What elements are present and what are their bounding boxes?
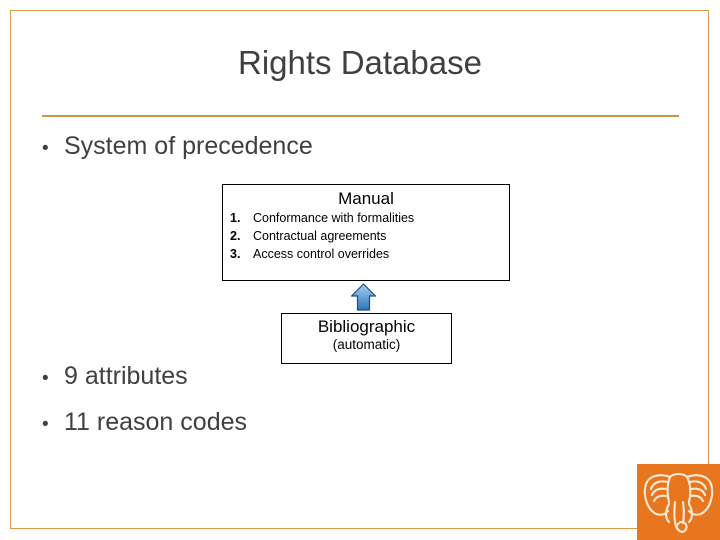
list-item-number: 3. bbox=[230, 246, 241, 261]
list-item-label: Access control overrides bbox=[253, 246, 390, 261]
title-divider bbox=[42, 115, 679, 117]
list-item-number: 1. bbox=[230, 211, 241, 226]
list-item: 3. Access control overrides bbox=[223, 246, 509, 264]
list-item-label: Contractual agreements bbox=[253, 229, 387, 243]
up-arrow-icon bbox=[350, 283, 377, 311]
bullet-label: 9 attributes bbox=[64, 362, 188, 390]
page-title: Rights Database bbox=[238, 44, 482, 81]
bibliographic-box-title: Bibliographic bbox=[317, 317, 416, 336]
bibliographic-box: Bibliographic (automatic) bbox=[281, 313, 452, 364]
bullet-marker-icon: • bbox=[42, 414, 49, 435]
list-item: 2. Contractual agreements bbox=[223, 228, 509, 246]
manual-box-list: 1. Conformance with formalities 2. Contr… bbox=[223, 210, 509, 263]
list-item-number: 2. bbox=[230, 229, 241, 243]
bullet-marker-icon: • bbox=[42, 368, 49, 389]
bibliographic-box-subtitle: (automatic) bbox=[332, 337, 401, 353]
bullet-item-reason-codes: • 11 reason codes bbox=[42, 408, 247, 437]
list-item: 1. Conformance with formalities bbox=[223, 210, 509, 228]
elephant-icon bbox=[643, 472, 714, 533]
list-item-label: Conformance with formalities bbox=[253, 211, 415, 226]
bullet-item-system-of-precedence: • System of precedence bbox=[42, 132, 313, 161]
bullet-item-attributes: • 9 attributes bbox=[42, 362, 188, 391]
bullet-label: System of precedence bbox=[64, 132, 313, 160]
bullet-marker-icon: • bbox=[42, 138, 49, 159]
manual-box-title: Manual bbox=[338, 189, 394, 208]
manual-box: Manual 1. Conformance with formalities 2… bbox=[222, 184, 510, 281]
elephant-logo bbox=[637, 464, 720, 540]
bullet-label: 11 reason codes bbox=[64, 408, 247, 436]
